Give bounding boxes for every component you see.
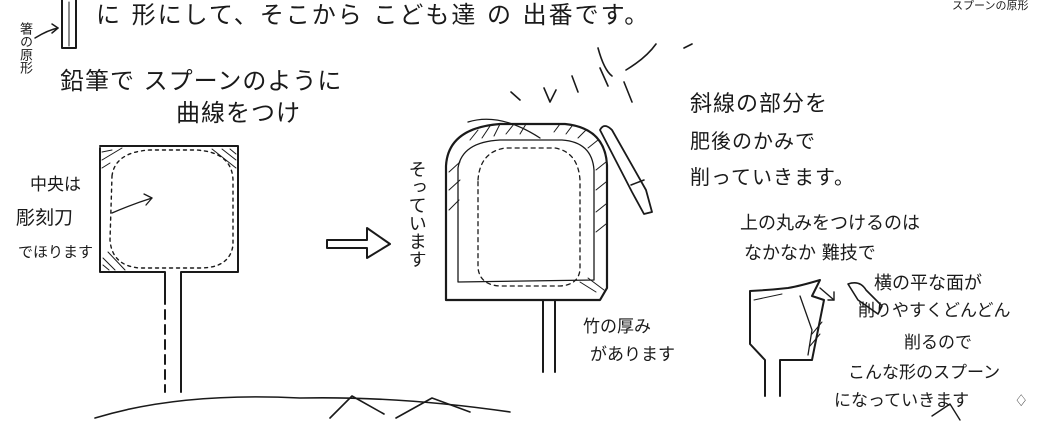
center-label-1: 中央は (30, 175, 81, 195)
step3-line4: 削りやすくどんどん (858, 301, 1011, 321)
knife-icon (599, 125, 883, 315)
step3-line5: 削るので (904, 333, 972, 353)
thickness-line1: 竹の厚み (583, 317, 651, 337)
step2-line1: 斜線の部分を (690, 92, 829, 117)
step1-line1: 鉛筆で スプーンのように (60, 67, 343, 95)
right-arrow-icon (326, 227, 391, 259)
spoon-blank-carving (444, 43, 693, 373)
step2-line3: 削っていきます。 (690, 165, 855, 189)
step3-line1: 上の丸みをつけるのは (740, 213, 920, 234)
bottom-curve-sketch (94, 395, 961, 421)
chopstick-blank-sketch (34, 0, 77, 49)
center-label-2: 彫刻刀 (16, 207, 74, 229)
step1-line2: 曲線をつけ (176, 99, 301, 127)
spoon-blank-left (99, 145, 239, 393)
step2-line2: 肥後のかみで (690, 129, 816, 153)
step3-line3: 横の平な面が (874, 273, 982, 294)
corner-note: スプーンの原形 (952, 0, 1029, 12)
center-label-3: でほります (18, 243, 94, 261)
vertical-note: そっています (405, 160, 427, 268)
step3-line6: こんな形のスプーン (848, 363, 1001, 383)
step3-line7: になっていきます (834, 391, 970, 411)
top-line: に 形にして、そこから こども達 の 出番です。 (96, 1, 651, 29)
side-label: 箸の原形 (16, 22, 32, 74)
sweat-drops-icon: ♢ (1014, 391, 1029, 410)
thickness-line2: があります (590, 345, 675, 365)
step3-line2: なかなか 難技で (744, 243, 876, 264)
finished-spoon-sketch (749, 279, 825, 397)
